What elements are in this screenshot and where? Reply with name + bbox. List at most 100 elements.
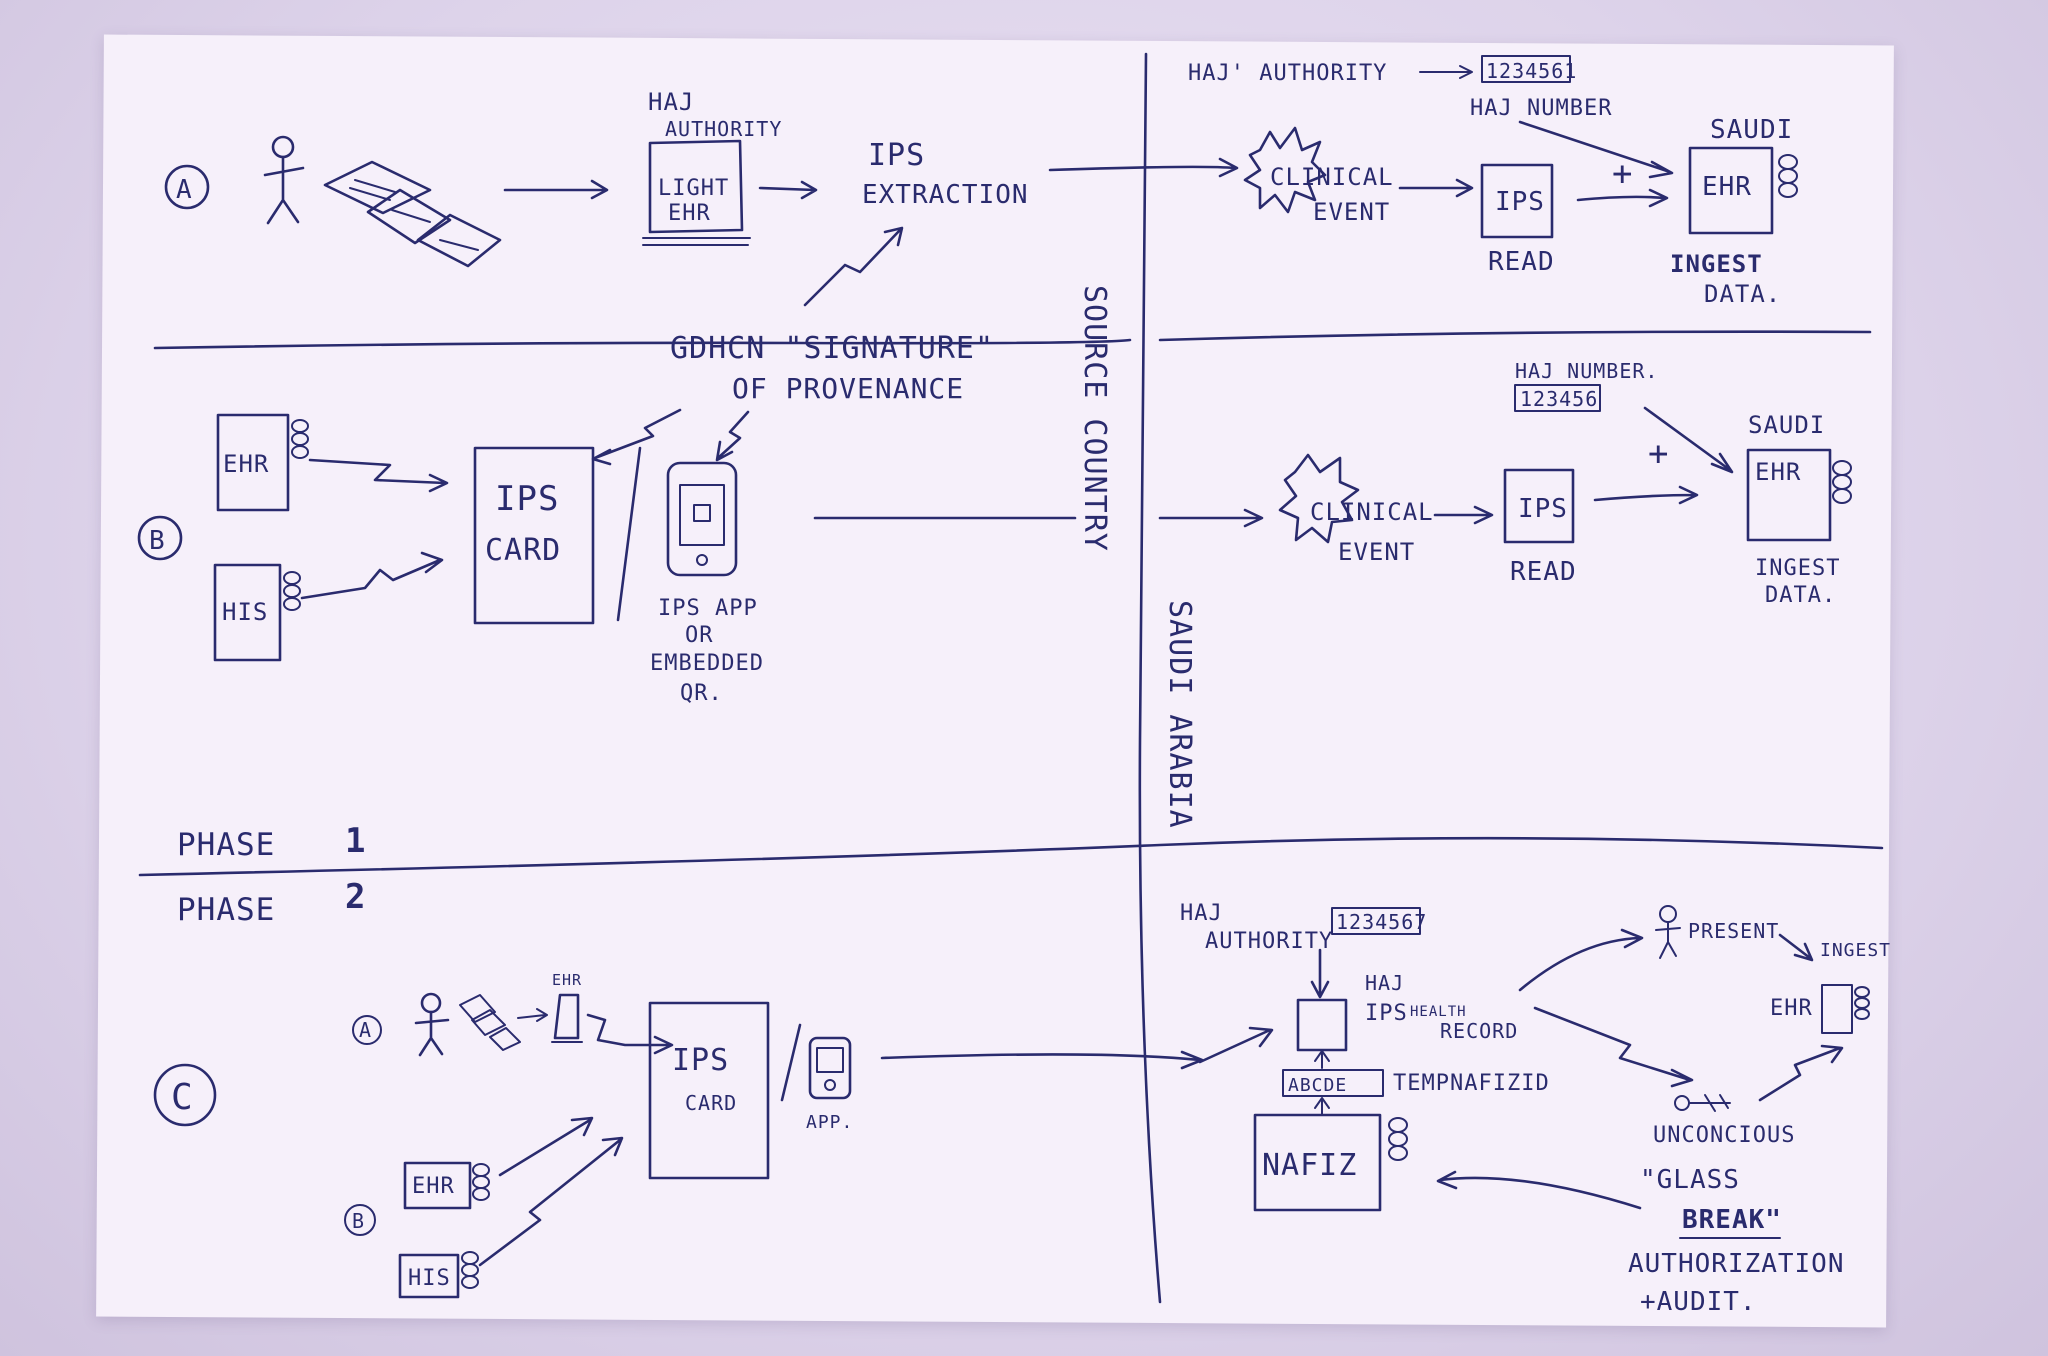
his-label-b: HIS — [222, 598, 268, 626]
ips-app-label-1: IPS APP — [658, 596, 758, 621]
arrow-unconscious-to-ehr — [1758, 1044, 1844, 1102]
haj-number-value-a: 1234561 — [1486, 59, 1577, 83]
present-label: PRESENT — [1688, 919, 1779, 943]
person-icon-c — [414, 992, 450, 1057]
clinical-label-a-2: EVENT — [1313, 198, 1390, 226]
saudi-label-b: SAUDI — [1748, 411, 1825, 439]
temp-nafiz-id-value: ABCDE — [1288, 1075, 1347, 1096]
sub-b-circle — [344, 1204, 376, 1236]
clinical-label-b-1: CLINICAL — [1310, 498, 1434, 526]
health-record-label-2: RECORD — [1440, 1019, 1518, 1043]
ips-extraction-1: IPS — [868, 138, 925, 173]
light-ehr-box — [642, 139, 751, 246]
database-icon-his-b — [283, 571, 301, 611]
ips-app-label-2: OR — [685, 623, 714, 648]
ehr-right-box-c — [1821, 984, 1853, 1034]
saudi-ehr-box-b — [1746, 448, 1832, 542]
ingest-label-b-1: INGEST — [1755, 556, 1840, 581]
arrow-haj-authority-to-ips-c — [1310, 948, 1330, 999]
arrow-ehr-to-card-b — [308, 458, 449, 493]
clinical-label-b-2: EVENT — [1338, 538, 1415, 566]
marker-a-circle — [164, 164, 210, 210]
haj-number-label-a: HAJ NUMBER — [1470, 96, 1612, 121]
ips-card-label-c-1: IPS — [672, 1043, 729, 1078]
his-box-b — [213, 563, 282, 662]
arrow-temp-to-haj-ips — [1314, 1050, 1330, 1069]
source-country-label: SOURCE COUNTRY — [1077, 285, 1112, 552]
top-horizontal-divider-right — [1158, 330, 1872, 342]
haj-number-value-c: 1234567 — [1336, 910, 1427, 934]
unconscious-person-icon — [1674, 1094, 1731, 1112]
haj-number-box-b — [1514, 384, 1601, 412]
clinical-event-burst-a — [1243, 126, 1327, 214]
plus-a: + — [1612, 154, 1633, 194]
ips-card-label-b-2: CARD — [485, 533, 561, 568]
arrow-border-to-clinical-b — [1158, 508, 1264, 528]
haj-number-box-a — [1481, 55, 1571, 83]
sub-b: B — [352, 1209, 365, 1233]
marker-b: B — [149, 526, 166, 556]
authorization-label: AUTHORIZATION — [1628, 1249, 1845, 1279]
arrow-border-to-haj-ips-c — [1198, 1026, 1274, 1064]
ingest-label-a-1: INGEST — [1670, 250, 1763, 278]
temp-nafiz-id-box — [1282, 1069, 1384, 1097]
haj-number-label-b: HAJ NUMBER. — [1515, 359, 1658, 383]
ips-card-label-b-1: IPS — [495, 479, 559, 519]
ips-card-box-c — [648, 1001, 770, 1180]
ehr-right-label-c: EHR — [1770, 996, 1813, 1021]
plus-b: + — [1648, 434, 1669, 474]
slash-b — [616, 446, 642, 622]
phase-2-label: PHASE — [177, 892, 275, 928]
nafiz-box — [1253, 1113, 1382, 1212]
read-label-b: READ — [1510, 557, 1577, 587]
haj-authority-label-a-2: AUTHORITY — [665, 117, 782, 141]
light-ehr-line1: LIGHT — [658, 176, 729, 201]
haj-ips-record-box — [1296, 998, 1348, 1052]
arrow-his-to-card-c — [478, 1136, 624, 1267]
ingest-label-c: INGEST — [1820, 940, 1891, 961]
read-label-a: READ — [1488, 247, 1555, 277]
clinical-label-a-1: CLINICAL — [1270, 163, 1394, 191]
glass-break-label-1: "GLASS — [1640, 1165, 1740, 1195]
his-box-c — [398, 1253, 460, 1299]
arrow-record-to-unconscious — [1533, 1006, 1694, 1088]
phone-icon-c — [808, 1036, 852, 1100]
ips-label-b: IPS — [1518, 494, 1568, 524]
arrow-number-to-saudi-ehr-b — [1643, 406, 1734, 474]
haj-authority-label-a: HAJ — [648, 88, 694, 116]
marker-b-circle — [137, 515, 183, 561]
arrow-gdhcn-to-ips-app — [715, 410, 750, 462]
haj-authority-c-2: AUTHORITY — [1205, 929, 1333, 954]
ips-card-box-b — [473, 446, 595, 625]
health-record-label-1: HEALTH — [1410, 1004, 1467, 1020]
arrow-gdhcn-to-ips-card — [591, 408, 682, 466]
marker-a: A — [176, 175, 193, 205]
ehr-label-c: EHR — [412, 1174, 455, 1199]
arrow-record-to-present — [1518, 928, 1644, 992]
ips-box-a — [1480, 163, 1554, 239]
ips-app-label-4: QR. — [680, 681, 723, 706]
arrow-app-to-haj-ips-c — [880, 1050, 1204, 1070]
arrow-his-to-card-b — [300, 551, 444, 600]
ehr-label-b: EHR — [223, 450, 269, 478]
arrow-gdhcn-to-extraction — [803, 226, 904, 307]
saudi-ehr-box-a — [1688, 146, 1774, 235]
app-label-c: APP. — [806, 1112, 853, 1133]
sub-a-circle — [352, 1015, 382, 1045]
arrow-glass-break-to-nafiz — [1436, 1170, 1642, 1210]
database-icon-ehr-c — [472, 1163, 490, 1201]
phase-2-number: 2 — [345, 877, 366, 917]
phase-1-label: PHASE — [177, 827, 275, 863]
arrow-number-to-saudi-ehr-a — [1518, 120, 1674, 179]
marker-c: C — [171, 1077, 194, 1118]
haj-authority-right-a: HAJ' AUTHORITY — [1188, 61, 1387, 86]
haj-ips-label-1: HAJ — [1365, 971, 1404, 995]
slash-c — [780, 1023, 802, 1102]
unconscious-label: UNCONCIOUS — [1653, 1123, 1795, 1148]
ehr-box-c — [403, 1161, 472, 1210]
phase-1-number: 1 — [345, 821, 366, 861]
arrow-haj-to-number-a — [1419, 65, 1473, 79]
database-icon-nafiz — [1388, 1117, 1408, 1161]
saudi-arabia-label: SAUDI ARABIA — [1162, 600, 1197, 829]
arrow-ips-to-saudi-ehr-a — [1576, 188, 1669, 208]
